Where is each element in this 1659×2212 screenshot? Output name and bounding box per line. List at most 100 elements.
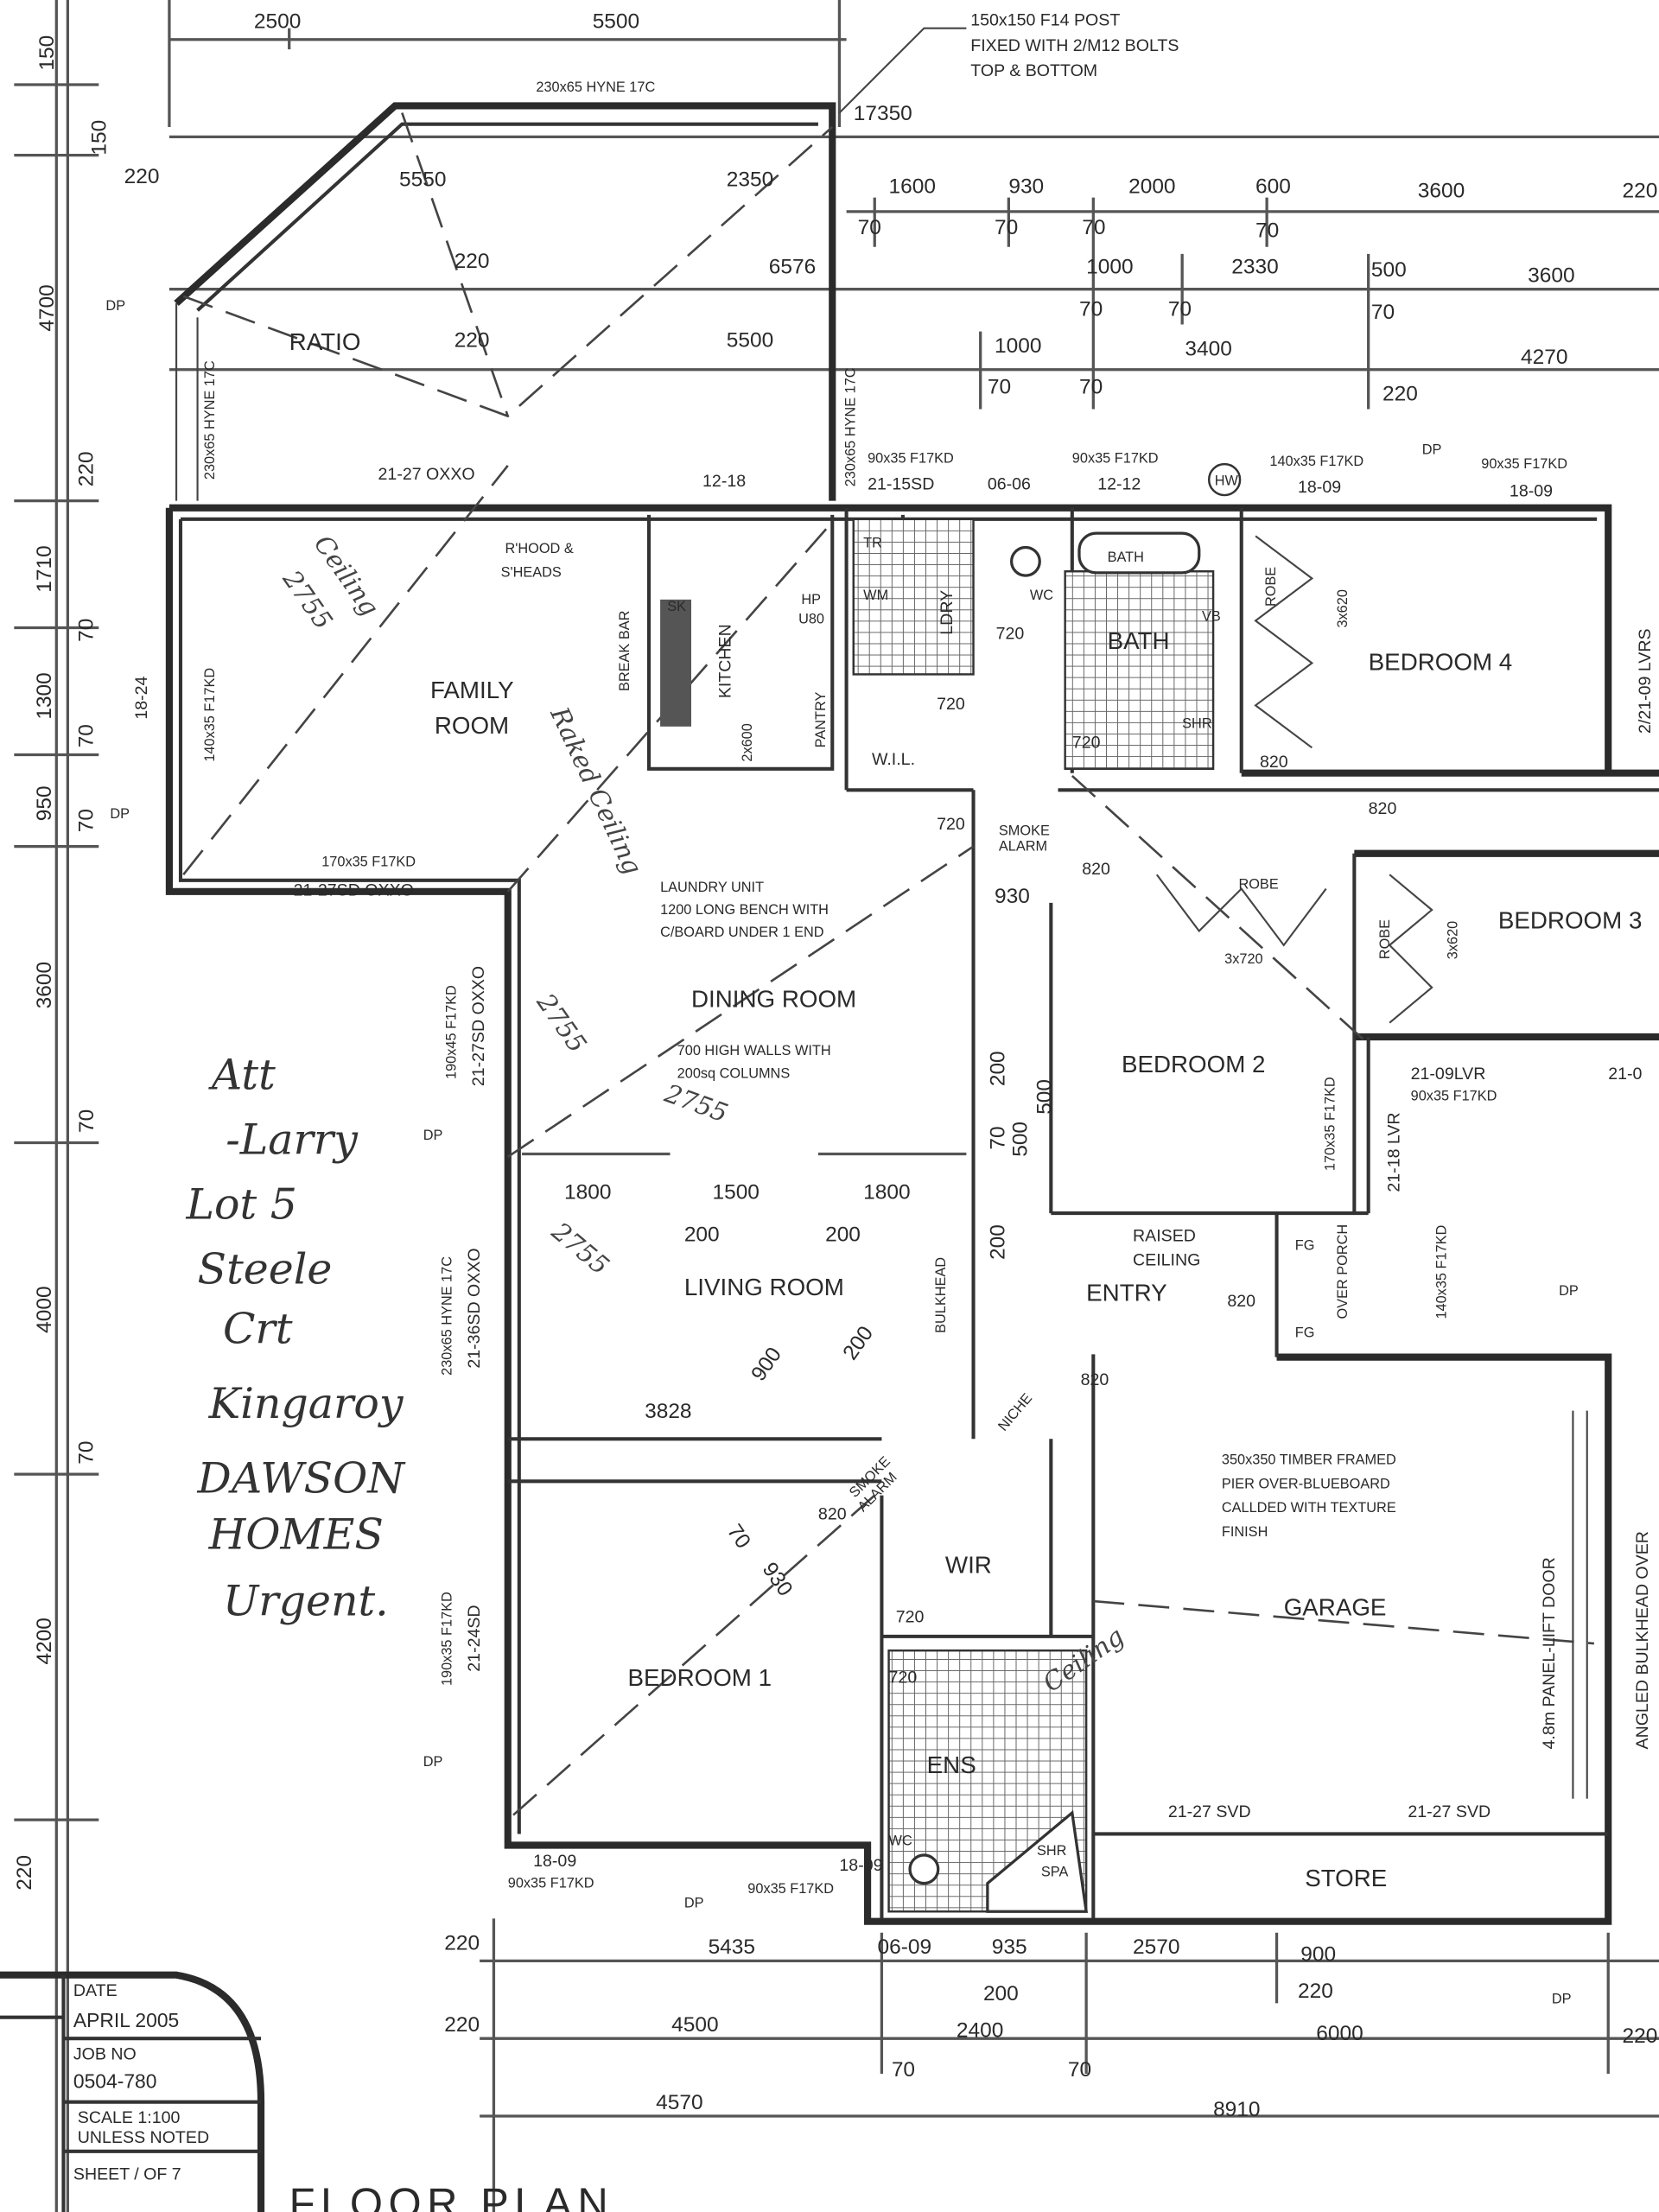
dimension: 220 (1298, 1980, 1333, 2003)
dimension: 600 (1255, 175, 1291, 199)
room-kitchen: KITCHEN (716, 624, 735, 698)
downpipe-label: DP (423, 1754, 443, 1770)
window-label: 18-09 (839, 1856, 882, 1875)
door-size: 820 (818, 1504, 847, 1523)
robe-label: ROBE (1377, 919, 1393, 959)
drawing-title: FLOOR PLAN (289, 2181, 614, 2212)
lintel-label: 90x35 F17KD (1072, 451, 1159, 467)
raised-ceiling-label: CEILING (1133, 1250, 1200, 1269)
door-size: 820 (1082, 860, 1110, 879)
robe-size: 3x620 (1446, 921, 1461, 959)
break-bar-label: BREAK BAR (617, 610, 632, 691)
room-bedroom-3: BEDROOM 3 (1498, 906, 1643, 933)
dimension: 3600 (1528, 264, 1574, 288)
porch-label: OVER PORCH (1335, 1224, 1351, 1319)
dimension: 220 (454, 250, 490, 273)
door-size: 2x600 (740, 723, 755, 761)
dimension: 220 (75, 451, 99, 486)
rangehood-note: S'HEADS (501, 565, 562, 581)
window-label: 21-36SD OXXO (465, 1248, 484, 1368)
dimension: 500 (1033, 1079, 1056, 1115)
dimension: 200 (986, 1224, 1009, 1260)
room-entry: ENTRY (1086, 1279, 1167, 1306)
lintel-label: 90x35 F17KD (508, 1875, 594, 1891)
dimension: 950 (33, 785, 56, 821)
window-label: 21-09LVR (1411, 1065, 1486, 1084)
room-bedroom-1: BEDROOM 1 (628, 1664, 772, 1691)
dimension: 5500 (727, 329, 773, 353)
dimension: 1600 (889, 175, 936, 199)
window-label: 21-24SD (465, 1605, 484, 1671)
door-size: 820 (1081, 1370, 1109, 1389)
dimension: 1000 (995, 334, 1041, 358)
room-living: LIVING ROOM (684, 1274, 844, 1300)
room-ensuite: ENS (927, 1751, 976, 1778)
dimension: 1800 (863, 1181, 910, 1205)
dimension: 5435 (709, 1936, 755, 1959)
bulkhead-label: BULKHEAD (933, 1257, 949, 1333)
hotplate-label: HP (801, 592, 821, 607)
lintel-label: 170x35 F17KD (321, 854, 416, 869)
dimension: 2350 (727, 168, 773, 192)
dimension: 150 (87, 120, 111, 156)
lintel-label: 90x35 F17KD (747, 1881, 834, 1897)
hot-water-label: HW (1215, 474, 1239, 489)
handwritten-line: Kingaroy (208, 1379, 404, 1428)
shower-label: SHR (1182, 715, 1212, 731)
dimension: 70 (75, 1109, 99, 1133)
dimension: 4200 (33, 1618, 56, 1664)
spa-label: SPA (1041, 1864, 1069, 1879)
window-label: 21-18 LVR (1385, 1112, 1404, 1192)
dimension: 4700 (35, 284, 59, 331)
laundry-note: LAUNDRY UNIT (660, 880, 764, 895)
niche-label: NICHE (995, 1390, 1035, 1434)
dimension: 70 (988, 376, 1011, 399)
robe-size: 3x620 (1335, 589, 1351, 627)
handwritten-line: Urgent. (223, 1576, 389, 1625)
window-label: 21-27SD OXXO (294, 881, 414, 900)
dimension: 70 (1082, 216, 1105, 239)
rangehood-note: R'HOOD & (505, 541, 573, 556)
room-store: STORE (1305, 1865, 1387, 1891)
dimension: 1710 (33, 545, 56, 592)
handwritten-ceiling-note: Raked Ceiling (544, 702, 648, 879)
dimension: 930 (995, 885, 1030, 908)
handwritten-ceiling-note: 2755 (545, 1216, 614, 1281)
room-dining: DINING ROOM (691, 986, 856, 1013)
window-label: 21-27 OXXO (378, 465, 475, 484)
dimension: 2330 (1231, 256, 1278, 279)
window-label: 18-09 (533, 1852, 576, 1871)
room-family: ROOM (435, 712, 509, 739)
robe-label: ROBE (1238, 877, 1278, 893)
lintel-label: 90x35 F17KD (1481, 456, 1567, 472)
downpipe-label: DP (1422, 442, 1442, 458)
window-label: 18-09 (1510, 482, 1553, 501)
dimension: 70 (892, 2058, 915, 2082)
dimension: 4570 (656, 2091, 702, 2114)
wet-areas (660, 462, 1242, 1913)
note-post: 150x150 F14 POST (970, 10, 1120, 29)
dimension: 2000 (1128, 175, 1175, 199)
dimension: 220 (13, 1855, 36, 1891)
dimension: 70 (1255, 219, 1279, 242)
dimension: 220 (1623, 180, 1658, 203)
downpipe-label: DP (1552, 1991, 1572, 2006)
dimension: 70 (986, 1126, 1009, 1149)
dimension-lines (14, 0, 1659, 2212)
dimension: 220 (454, 329, 490, 353)
job-label: JOB NO (73, 2045, 137, 2064)
lintel-label: 170x35 F17KD (1322, 1077, 1338, 1171)
window-label: 2/21-09 LVRS (1636, 628, 1655, 734)
robe-size: 3x720 (1224, 951, 1262, 967)
dimension: 5500 (593, 10, 639, 34)
dimension: 3600 (33, 962, 56, 1008)
window-label: 18-24 (132, 676, 151, 719)
beam-label: 230x65 HYNE 17C (202, 360, 218, 480)
handwritten-line: HOMES (208, 1510, 384, 1560)
dimension: 500 (1371, 258, 1407, 282)
downpipe-label: DP (110, 806, 130, 822)
dimension: 220 (124, 165, 160, 188)
dimension: 1300 (33, 672, 56, 719)
dimension: 200 (983, 1982, 1019, 2005)
